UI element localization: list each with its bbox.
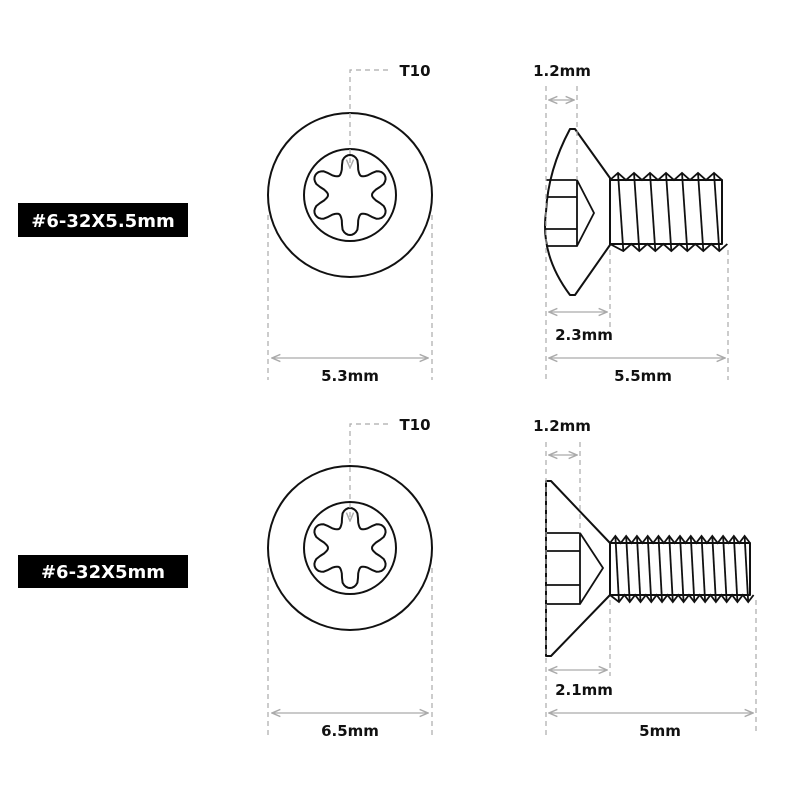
- size-label-top: #6-32X5.5mm: [31, 211, 174, 232]
- drive-leader-bottom: [350, 423, 388, 521]
- thread-crest: [636, 535, 642, 603]
- thread-crest: [743, 535, 750, 603]
- recess-side-bottom: [546, 532, 605, 605]
- thread-crest: [697, 172, 705, 252]
- thread-crest: [633, 172, 641, 252]
- thread-crest: [614, 535, 620, 603]
- recess-depth-label-top: 1.2mm: [533, 62, 591, 80]
- thread-profile-top: [609, 534, 751, 545]
- thread-crest: [617, 172, 625, 252]
- thread-crest: [732, 535, 739, 603]
- thread-crest: [668, 535, 674, 603]
- thread-top: [609, 171, 728, 253]
- thread-crest: [700, 535, 707, 603]
- head-diameter-label-bottom: 6.5mm: [321, 722, 379, 740]
- thread-crest: [679, 535, 685, 603]
- screw-bottom: #6-32X5mm T10 6.5mm 1.2mm 2.1mm 5mm: [18, 416, 757, 740]
- thread-shank: [609, 179, 723, 245]
- head-side-view-bottom: [545, 480, 611, 657]
- size-label-bottom: #6-32X5mm: [41, 562, 165, 583]
- drive-label-bottom: T10: [399, 416, 430, 434]
- torx-star-icon: [313, 154, 387, 236]
- thread-crest: [711, 535, 717, 603]
- thread-profile-bottom: [609, 593, 755, 604]
- thread-crest: [665, 172, 673, 252]
- screw-top: #6-32X5.5mm T10 5.3mm 1.2mm 2.3mm 5.5mm: [18, 62, 729, 385]
- length-label-top: 5.5mm: [614, 367, 672, 385]
- head-height-label-bottom: 2.1mm: [555, 681, 613, 699]
- size-tag-bottom: [18, 555, 188, 588]
- recess-side-top: [546, 179, 596, 247]
- thread-crest: [689, 535, 696, 603]
- head-diameter-label-top: 5.3mm: [321, 367, 379, 385]
- thread-crest: [646, 535, 653, 603]
- drive-leader-top: [350, 69, 388, 168]
- thread-bottom: [609, 534, 755, 604]
- size-tag-top: [18, 203, 188, 237]
- torx-star-icon: [313, 507, 387, 589]
- thread-crest: [657, 535, 663, 603]
- thread-crest: [722, 535, 728, 603]
- thread-crest: [649, 172, 657, 252]
- recess-depth-label-bottom: 1.2mm: [533, 417, 591, 435]
- thread-crest: [713, 172, 721, 252]
- thread-crest: [625, 535, 631, 603]
- head-height-label-top: 2.3mm: [555, 326, 613, 344]
- drive-label-top: T10: [399, 62, 430, 80]
- length-label-bottom: 5mm: [639, 722, 681, 740]
- thread-crest: [681, 172, 689, 252]
- thread-profile-bottom: [609, 242, 728, 253]
- thread-profile-top: [609, 171, 723, 182]
